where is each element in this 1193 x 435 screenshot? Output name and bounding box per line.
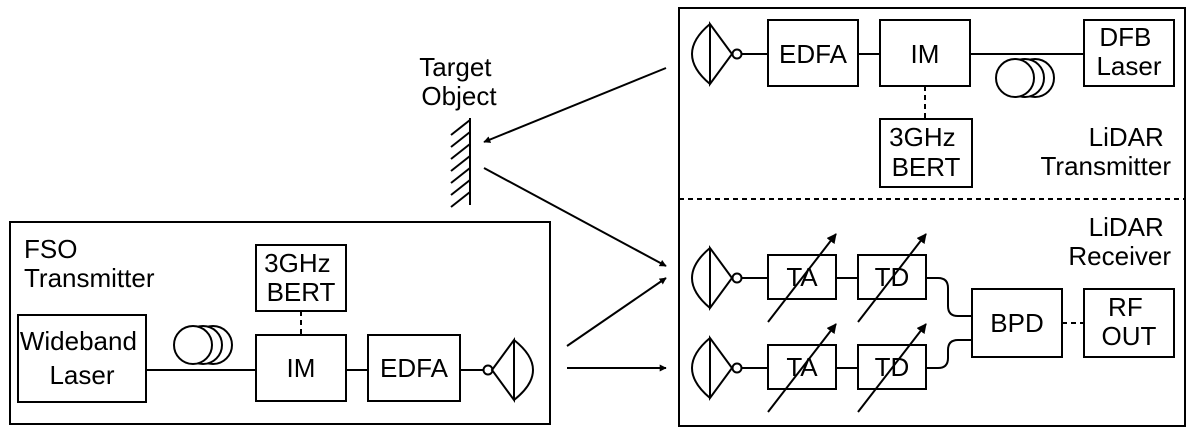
fso-im-label: IM	[287, 353, 316, 383]
lidar-rx-link-1c	[926, 277, 972, 317]
bpd-block	[971, 288, 1063, 358]
fso-transmitter-title: FSO Transmitter	[24, 234, 155, 293]
rf-out-block	[1083, 288, 1175, 358]
wideband-laser-block	[17, 314, 147, 403]
lidar-receiver: LiDAR Receiver TA TD	[691, 212, 1175, 413]
fso-edfa-label: EDFA	[380, 353, 449, 383]
lidar-receiver-title: LiDAR Receiver	[1068, 212, 1171, 271]
lidar-rx-ta-tune-arrow-1	[767, 233, 837, 323]
fso-to-lidar-rx-beam-1	[566, 277, 667, 347]
lidar-transmitter: LiDAR Transmitter EDFA IM 3GHz BERT	[691, 19, 1175, 188]
target-object: Target Object	[419, 52, 499, 208]
fso-bert-block	[255, 244, 347, 312]
fso-im-block	[255, 334, 347, 402]
lidar-tx-im-label: IM	[911, 39, 940, 69]
target-to-lidar-rx-beam	[483, 167, 667, 267]
fso-telescope-icon	[482, 336, 534, 404]
lidar-system: LiDAR Transmitter EDFA IM 3GHz BERT	[678, 7, 1186, 427]
rf-out-label: RF OUT	[1102, 292, 1157, 351]
target-object-label: Target Object	[419, 52, 499, 111]
lidar-rx-td-tune-arrow-1	[857, 233, 927, 323]
dfb-laser-label: DFB Laser	[1096, 22, 1161, 81]
wideband-laser-label: Wideband Laser	[20, 326, 144, 390]
fso-transmitter: FSO Transmitter Wideband Laser 3GHz BERT…	[9, 221, 551, 425]
fso-fiber-coil-icon	[173, 325, 233, 365]
fso-bert-label: 3GHz BERT	[264, 248, 338, 307]
target-hatching	[450, 119, 471, 208]
lidar-rx-td-tune-arrow-2	[857, 323, 927, 413]
lidar-tx-bert-block	[879, 118, 973, 188]
bpd-label: BPD	[990, 308, 1043, 338]
lidar-tx-fiber-coil-icon	[995, 58, 1055, 98]
lidar-tx-bert-label: 3GHz BERT	[889, 122, 963, 182]
lidar-rx-telescope-icon-2	[691, 334, 743, 402]
lidar-rx-link-2c	[926, 339, 972, 369]
fso-edfa-block	[367, 334, 461, 402]
lidar-rx-ta-tune-arrow-2	[767, 323, 837, 413]
lidar-tx-to-target-beam	[483, 67, 667, 143]
lidar-tx-edfa-label: EDFA	[779, 39, 848, 69]
free-space-beams	[483, 67, 667, 372]
dfb-laser-block	[1083, 19, 1175, 87]
lidar-transmitter-title: LiDAR Transmitter	[1041, 122, 1172, 181]
